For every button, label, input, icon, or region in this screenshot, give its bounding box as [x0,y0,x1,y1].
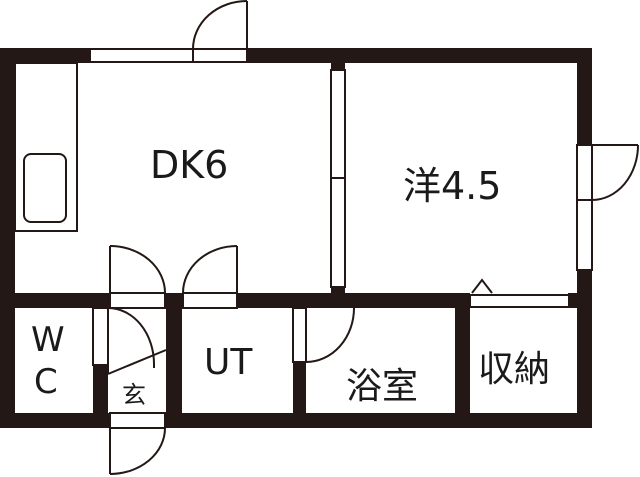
room-label-entrance: 玄 [122,381,146,409]
room-label-dk: DK6 [150,143,229,187]
walls [0,48,592,428]
room-label-western: 洋4.5 [403,164,502,208]
room-label-storage: 収納 [478,349,551,390]
fixtures [14,0,639,475]
room-label-bath: 浴室 [346,366,419,407]
room-label-wc-w: W [31,320,65,360]
room-label-utility: UT [204,342,253,383]
room-label-wc-c: C [34,362,58,402]
